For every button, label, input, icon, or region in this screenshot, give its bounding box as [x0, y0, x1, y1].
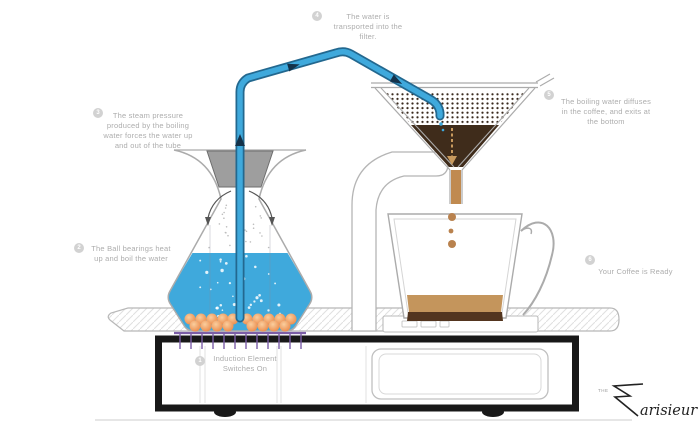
annotation-water-diffuses: The boiling water diffuses in the coffee… [560, 97, 652, 126]
funnel-handle [535, 73, 555, 87]
coffee-cup [387, 213, 555, 321]
coffee-grounds [411, 125, 499, 167]
annotation-ball-bearings: The Ball bearings heat up and boil the w… [91, 244, 171, 263]
annotation-induction-on: Induction Element Switches On [213, 354, 277, 373]
base-unit [155, 335, 579, 417]
diffusing-water-mesh [384, 91, 526, 125]
coffee-drips [448, 213, 456, 248]
water-tube [235, 47, 445, 323]
step-1-badge: 1 [195, 356, 205, 366]
drawer [371, 348, 549, 400]
induction-coil [174, 331, 306, 349]
annotation-steam-pressure: The steam pressure produced by the boili… [103, 111, 193, 150]
ball-bearings [184, 313, 297, 332]
stem-coffee [451, 170, 461, 204]
steam-arrows [205, 190, 275, 226]
logo-name: arisieur [640, 403, 698, 419]
step-3-badge: 3 [93, 108, 103, 118]
step-5-badge: 5 [544, 90, 554, 100]
step-4-badge: 4 [312, 11, 322, 21]
filter-funnel [371, 73, 555, 204]
step-2-badge: 2 [74, 243, 84, 253]
brand-logo: THE arisieur [598, 383, 698, 419]
flow-direction-arrows [235, 63, 403, 146]
brewed-coffee [407, 295, 503, 312]
step-6-badge: 6 [585, 255, 595, 265]
logo-mark [611, 383, 644, 417]
annotation-water-transported: The water is transported into the filter… [333, 12, 403, 41]
logo-the: THE [598, 388, 609, 393]
annotation-coffee-ready: Your Coffee is Ready [598, 267, 673, 276]
cup-handle [520, 221, 555, 316]
